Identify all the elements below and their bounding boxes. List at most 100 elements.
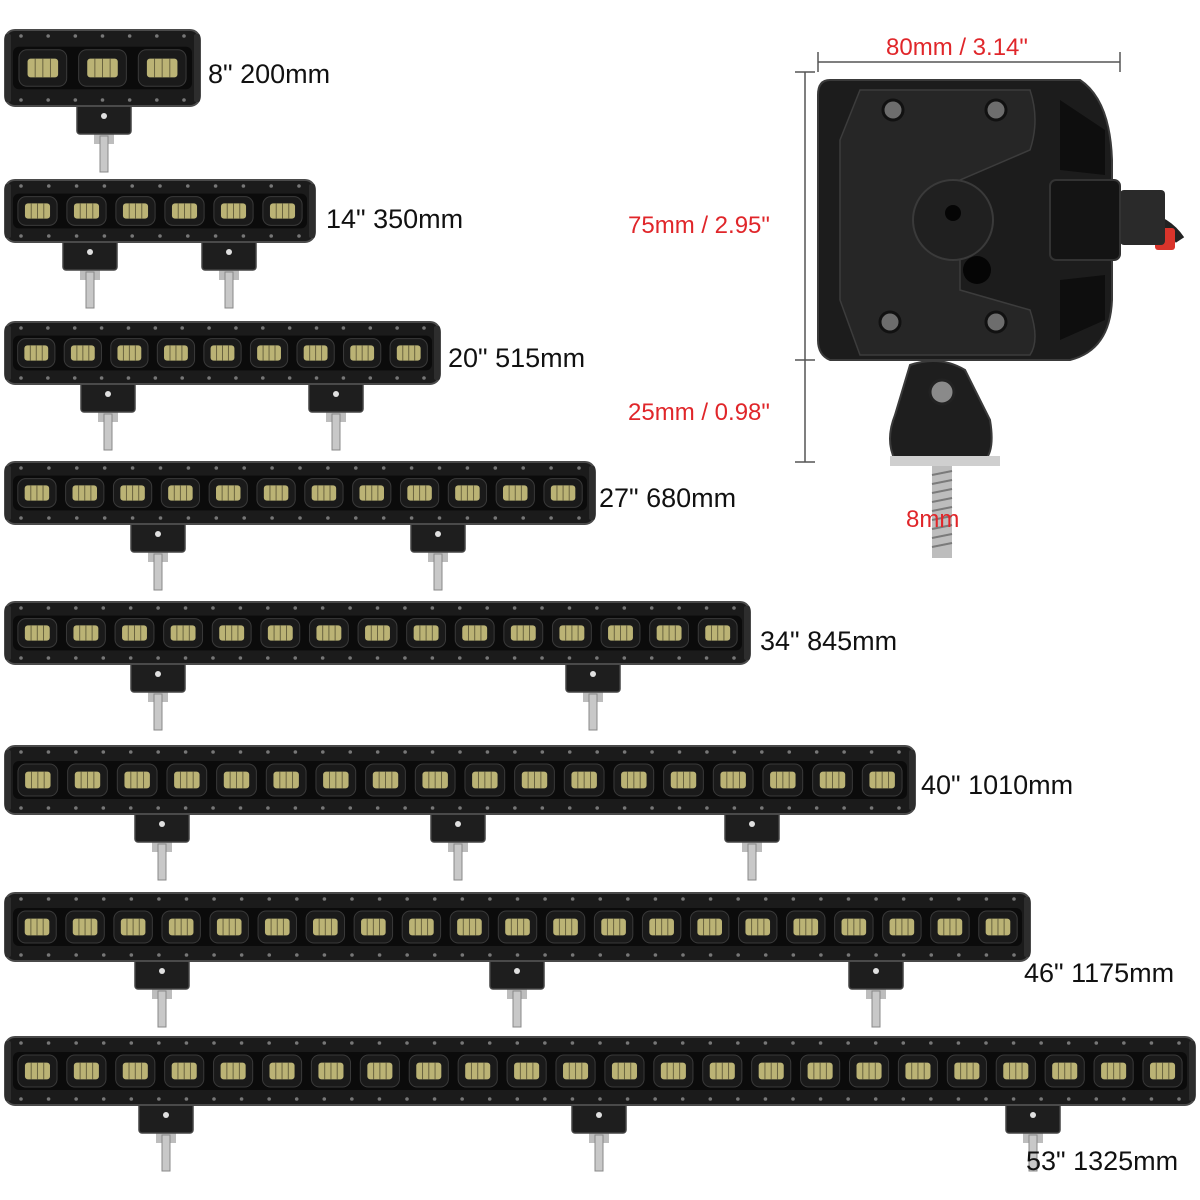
led-lens — [260, 618, 301, 648]
led-lens — [946, 1054, 987, 1088]
led-lens — [115, 196, 156, 226]
led-lens — [503, 618, 544, 648]
led-lens — [697, 618, 738, 648]
led-lens — [115, 1054, 156, 1088]
led-lens — [555, 1054, 596, 1088]
led-lens — [861, 763, 903, 797]
led-lens — [262, 196, 303, 226]
led-lens — [209, 910, 249, 944]
led-lens — [257, 910, 297, 944]
bar-mount-bracket — [1005, 1100, 1061, 1172]
light-bar — [4, 745, 916, 881]
led-lens — [296, 338, 335, 368]
led-lens — [17, 196, 58, 226]
bar-mount-bracket — [130, 519, 186, 591]
bracket-height-dimension-label: 25mm / 0.98" — [628, 399, 770, 426]
led-lens — [978, 910, 1018, 944]
led-lens — [353, 910, 394, 944]
led-lens — [995, 1054, 1036, 1088]
led-lens — [160, 478, 201, 508]
led-lens — [17, 763, 59, 797]
light-bar — [4, 892, 1031, 1028]
led-lens — [208, 478, 248, 508]
led-lens — [308, 618, 349, 648]
led-lens — [897, 1054, 939, 1088]
led-lens — [399, 478, 440, 508]
led-lens — [848, 1054, 890, 1088]
led-lens — [213, 196, 254, 226]
led-lens — [17, 478, 57, 508]
light-bar — [4, 321, 441, 451]
light-bar — [4, 179, 316, 309]
led-lens — [112, 478, 153, 508]
led-lens — [653, 1054, 694, 1088]
size-label-20in: 20" 515mm — [448, 343, 586, 373]
led-lens — [343, 338, 382, 368]
light-bar — [4, 461, 596, 591]
led-lens — [357, 618, 398, 648]
led-lens — [930, 910, 970, 944]
bar-mount-bracket — [138, 1100, 194, 1172]
led-lens — [449, 910, 490, 944]
led-lens — [514, 763, 555, 797]
led-lens — [304, 478, 344, 508]
led-lens — [495, 478, 535, 508]
height-dimension-label: 75mm / 2.95" — [628, 212, 770, 239]
led-lens — [447, 478, 488, 508]
bolt-dimension-label: 8mm — [906, 506, 960, 533]
led-lens — [163, 618, 204, 648]
size-label-53in: 53" 1325mm — [1026, 1146, 1179, 1176]
led-lens — [261, 1054, 303, 1088]
led-lens — [401, 910, 442, 944]
led-lens — [156, 338, 196, 368]
led-lens — [18, 49, 68, 87]
led-lens — [593, 910, 634, 944]
led-lens — [65, 478, 105, 508]
led-lens — [834, 910, 874, 944]
bar-mount-bracket — [201, 237, 257, 309]
led-lens — [17, 618, 58, 648]
led-lens — [265, 763, 307, 797]
bar-mount-bracket — [134, 956, 190, 1028]
led-lens — [63, 338, 102, 368]
led-lens — [457, 1054, 498, 1088]
size-label-8in: 8" 200mm — [208, 59, 331, 89]
light-bar — [4, 29, 201, 173]
led-lens — [216, 763, 257, 797]
bolt — [931, 466, 953, 558]
light-bar — [4, 1036, 1196, 1172]
dimension-lines — [795, 52, 1121, 463]
led-lens — [406, 618, 447, 648]
led-lens — [604, 1054, 645, 1088]
led-lens — [543, 478, 583, 508]
bar-mount-bracket — [130, 659, 186, 731]
led-lens — [786, 910, 826, 944]
led-lens — [812, 763, 853, 797]
led-lens — [114, 618, 155, 648]
led-lens — [65, 618, 106, 648]
bar-mount-bracket — [724, 809, 780, 881]
led-lens — [310, 1054, 352, 1088]
led-lens — [359, 1054, 400, 1088]
size-label-34in: 34" 845mm — [760, 626, 898, 656]
led-lens — [464, 763, 506, 797]
mount-bracket — [889, 360, 993, 461]
size-label-46in: 46" 1175mm — [1024, 958, 1175, 988]
led-lens — [315, 763, 357, 797]
bar-mount-bracket — [489, 956, 545, 1028]
light-bar — [4, 601, 751, 731]
screws — [878, 98, 1008, 334]
led-lens — [600, 618, 641, 648]
led-lens — [545, 910, 586, 944]
led-lens — [702, 1054, 743, 1088]
led-lens — [389, 338, 428, 368]
led-lens — [116, 763, 158, 797]
led-lens — [17, 910, 57, 944]
size-label-40in: 40" 1010mm — [921, 770, 1074, 800]
led-lens — [164, 196, 205, 226]
led-lens — [1093, 1054, 1134, 1088]
led-lens — [17, 1054, 58, 1088]
size-label-27in: 27" 680mm — [599, 483, 737, 513]
